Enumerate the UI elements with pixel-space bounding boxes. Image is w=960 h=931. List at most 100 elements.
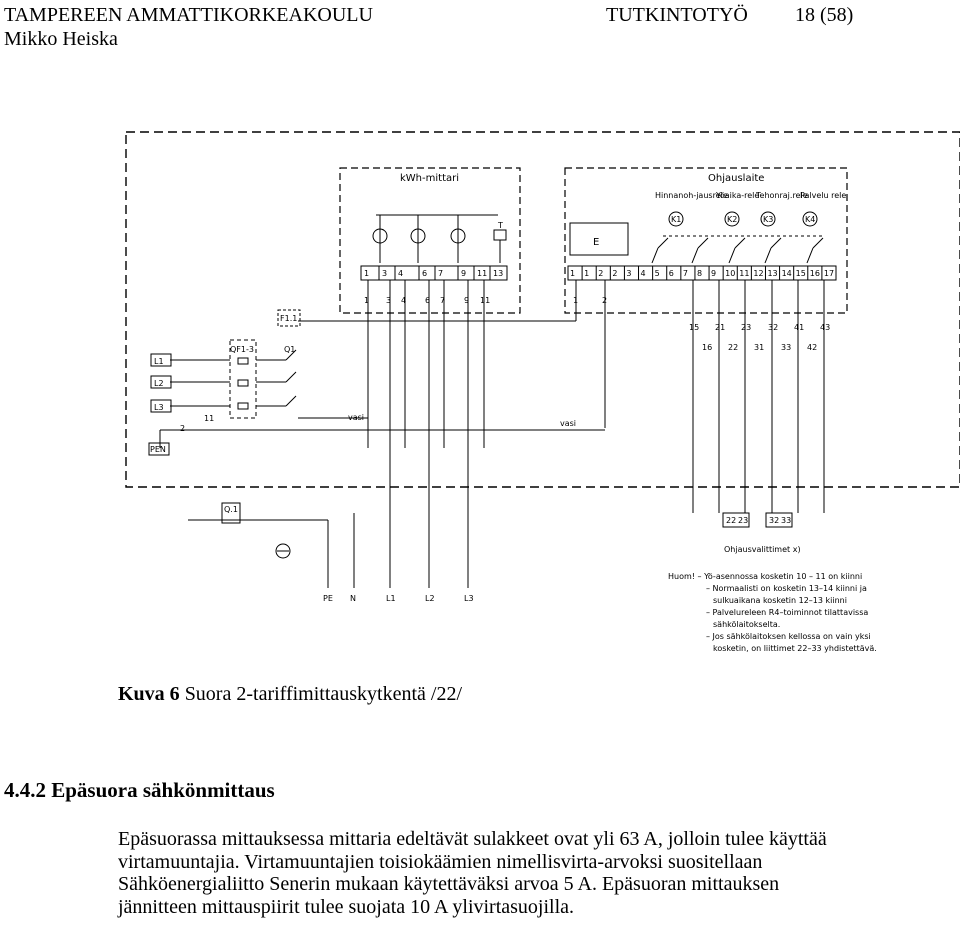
output-number-bottom: 33 — [781, 343, 791, 352]
meter-wires — [298, 280, 606, 448]
note-line-4: – Palvelureleen R4–toiminnot tilattaviss… — [706, 608, 868, 617]
meter-lower-number: 9 — [464, 296, 469, 305]
meter-terminal: 11 — [477, 269, 487, 278]
e-box — [569, 222, 629, 256]
meter-lower-number: 4 — [401, 296, 406, 305]
paragraph-line: jännitteen mittauspiirit tulee suojata 1… — [118, 895, 575, 918]
bottom-terminal: L2 — [425, 594, 435, 603]
section-heading: 4.4.2 Epäsuora sähkönmittaus — [4, 778, 275, 802]
meter-terminal: 6 — [422, 269, 427, 278]
wire-color-1: vasi — [348, 413, 364, 422]
control-terminal: 6 — [669, 269, 674, 278]
output-terminal-33: 33 — [781, 516, 791, 525]
wiring-diagram: kWh-mittari Ohjauslaite Hinnanoh-jausrel… — [125, 131, 960, 653]
output-number-top: 23 — [741, 323, 751, 332]
wire-color-2: vasi — [560, 419, 576, 428]
header-author: Mikko Heiska — [4, 28, 118, 50]
relay-contacts — [651, 235, 824, 264]
bottom-terminal: PE — [323, 594, 333, 603]
note-line-2: – Normaalisti on kosketin 13–14 kiinni j… — [706, 584, 867, 593]
control-terminal: 15 — [796, 269, 806, 278]
control-terminal: 9 — [711, 269, 716, 278]
control-terminal: 7 — [683, 269, 688, 278]
pen-label: PEN — [150, 445, 166, 454]
control-terminal: 13 — [767, 269, 777, 278]
header-page-number: 18 (58) — [795, 4, 854, 26]
meter-terminal: 4 — [398, 269, 403, 278]
control-box — [564, 167, 848, 314]
ground-label: Q.1 — [224, 505, 238, 514]
note-line-1: Huom! – Yö-asennossa kosketin 10 – 11 on… — [668, 572, 862, 581]
control-terminal: 8 — [697, 269, 702, 278]
relay-1-code: K1 — [671, 215, 681, 224]
paragraph-line: Sähköenergialiitto Senerin mukaan käytet… — [118, 873, 780, 895]
fuse-label: F1.1 — [280, 314, 297, 323]
e-label: E — [593, 237, 599, 248]
control-terminal: 5 — [655, 269, 660, 278]
note-line-5: sähkölaitokselta. — [713, 620, 780, 629]
figure-caption-text: Suora 2-tariffimittauskytkentä /22/ — [179, 683, 463, 705]
fuse-block — [229, 339, 257, 419]
output-number-top: 15 — [689, 323, 699, 332]
control-terminal: 12 — [753, 269, 763, 278]
note-line-3: sulkuaikana kosketin 12–13 kiinni — [713, 596, 847, 605]
paragraph-line: Epäsuorassa mittauksessa mittaria edeltä… — [118, 828, 827, 850]
bottom-terminal: L1 — [386, 594, 396, 603]
body-paragraph: Epäsuorassa mittauksessa mittaria edeltä… — [118, 828, 948, 918]
control-terminal: 1 — [570, 269, 575, 278]
bottom-terminal: L3 — [464, 594, 474, 603]
control-terminal: 3 — [626, 269, 631, 278]
relay-labels: Hinnanoh-jausrele Yöaika-rele Tehonraj.r… — [655, 191, 846, 227]
control-terminal: 1 — [584, 269, 589, 278]
output-number-top: 21 — [715, 323, 725, 332]
output-terminal-23: 23 — [738, 516, 748, 525]
control-terminal: 2 — [612, 269, 617, 278]
relay-2-coil — [724, 211, 740, 227]
control-terminal: 14 — [782, 269, 792, 278]
control-terminal: 16 — [810, 269, 820, 278]
paragraph-line: virtamuuntajia. Virtamuuntajien toisiokä… — [118, 850, 763, 873]
panel-border — [125, 131, 960, 488]
relay-2-name: Yöaika-rele — [715, 191, 759, 200]
meter-terminal: 3 — [382, 269, 387, 278]
output-caption: Ohjausvalittimet x) — [724, 545, 801, 554]
figure-caption-label: Kuva 6 — [118, 683, 180, 705]
meter-internals — [372, 214, 507, 263]
bottom-wiring — [188, 448, 469, 588]
control-terminal: 4 — [641, 269, 646, 278]
meter-lower-number: 3 — [386, 296, 391, 305]
control-terminal: 17 — [824, 269, 834, 278]
wire-number-2: 2 — [180, 424, 185, 433]
control-terminal: 11 — [739, 269, 749, 278]
meter-terminal: 7 — [438, 269, 443, 278]
control-terminal: 2 — [598, 269, 603, 278]
meter-title: kWh-mittari — [400, 173, 459, 184]
output-number-bottom: 31 — [754, 343, 764, 352]
relay-4-code: K4 — [805, 215, 815, 224]
fuse-f11 — [277, 309, 301, 327]
output-number-top: 41 — [794, 323, 804, 332]
fuse-block-label: QF1-3 — [230, 345, 254, 354]
meter-lower-number: 7 — [440, 296, 445, 305]
relay-4-coil — [802, 211, 818, 227]
meter-lower-number: 1 — [364, 296, 369, 305]
phase-l3: L3 — [154, 403, 164, 412]
output-wires — [692, 280, 825, 513]
meter-t-label: T — [497, 221, 503, 230]
output-terminal-22: 22 — [726, 516, 736, 525]
output-number-bottom: 22 — [728, 343, 738, 352]
meter-box — [339, 167, 521, 314]
bottom-terminal: N — [350, 594, 356, 603]
meter-terminal: 13 — [493, 269, 503, 278]
output-terminal-32: 32 — [769, 516, 779, 525]
meter-lower-number: 6 — [425, 296, 430, 305]
note-line-6: – Jos sähkölaitoksen kellossa on vain yk… — [706, 632, 871, 641]
control-title: Ohjauslaite — [708, 173, 764, 184]
phase-l1: L1 — [154, 357, 164, 366]
wire-number-11: 11 — [204, 414, 214, 423]
relay-1-coil — [668, 211, 684, 227]
output-number-top: 32 — [768, 323, 778, 332]
control-terminal: 10 — [725, 269, 735, 278]
